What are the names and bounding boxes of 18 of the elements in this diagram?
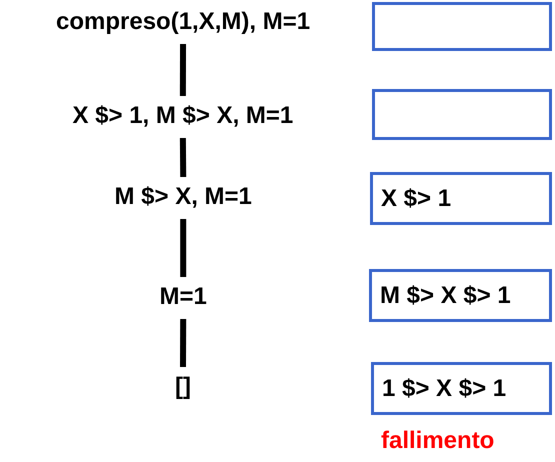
goal-text: X $> 1, M $> X, M=1 bbox=[68, 100, 298, 132]
constraint-store-box bbox=[371, 362, 552, 415]
constraint-store-box bbox=[369, 269, 552, 322]
derivation-line bbox=[180, 318, 186, 368]
constraint-store-box bbox=[370, 172, 552, 225]
failure-note: fallimento bbox=[381, 427, 494, 455]
derivation-line bbox=[180, 44, 186, 96]
constraint-store-box bbox=[372, 89, 552, 140]
constraint-store-box bbox=[372, 2, 552, 51]
goal-text: compreso(1,X,M), M=1 bbox=[52, 6, 314, 38]
goal-text: M=1 bbox=[156, 281, 211, 313]
derivation-line bbox=[180, 219, 186, 277]
constraint-text: M $> X $> 1 bbox=[380, 282, 511, 310]
derivation-line bbox=[180, 138, 186, 178]
goal-text: M $> X, M=1 bbox=[110, 181, 256, 213]
goal-text: [] bbox=[171, 371, 195, 403]
constraint-text: 1 $> X $> 1 bbox=[382, 374, 506, 402]
constraint-text: X $> 1 bbox=[381, 184, 452, 212]
